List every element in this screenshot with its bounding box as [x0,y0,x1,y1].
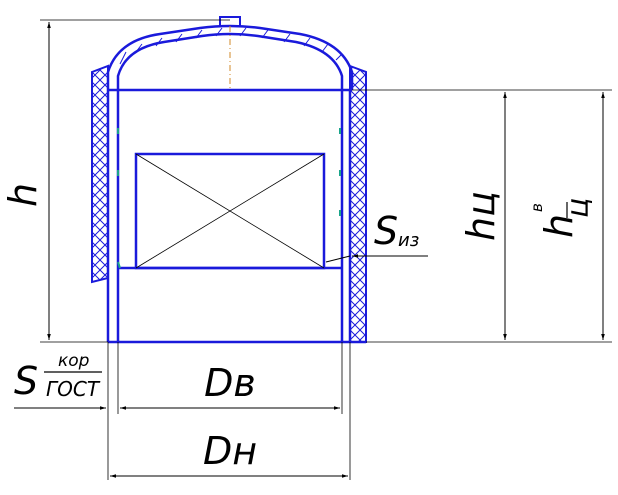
block-diagonal-2 [135,153,325,269]
accent-marks [117,128,341,269]
label-hcv-sup: в [528,203,546,212]
dimension-dn: Dн [110,429,348,478]
dimension-sgost: S кор ГОСТ [14,351,106,410]
label-dv: Dв [204,361,256,405]
dimension-dv: Dв [107,342,351,480]
label-siz-sub: из [398,230,419,251]
label-sgost-main: S [14,359,38,403]
dome-inner [116,32,344,90]
dome-hatching [119,27,343,65]
top-nozzle [219,16,241,27]
dimension-hc: hц [352,89,612,343]
label-dn: Dн [203,429,257,473]
label-sgost-sup: кор [58,351,90,371]
label-h: h [1,183,45,207]
dimension-h: h [1,19,230,343]
insulation-right [349,64,367,343]
insulation-left [91,64,109,284]
siz-leader [325,255,351,263]
label-hcv-sub: ц [561,198,596,218]
label-hcv-main: h [537,214,581,238]
block-frame [134,152,326,270]
internal-block [134,152,326,270]
dimension-hcv: h ц в [528,92,605,340]
dimension-siz: S из [325,209,428,263]
vessel-dome [106,16,354,90]
label-siz-main: S [374,209,398,253]
label-sgost-sub: ГОСТ [46,377,101,401]
vessel-body [106,88,366,344]
label-hc: hц [459,191,503,241]
